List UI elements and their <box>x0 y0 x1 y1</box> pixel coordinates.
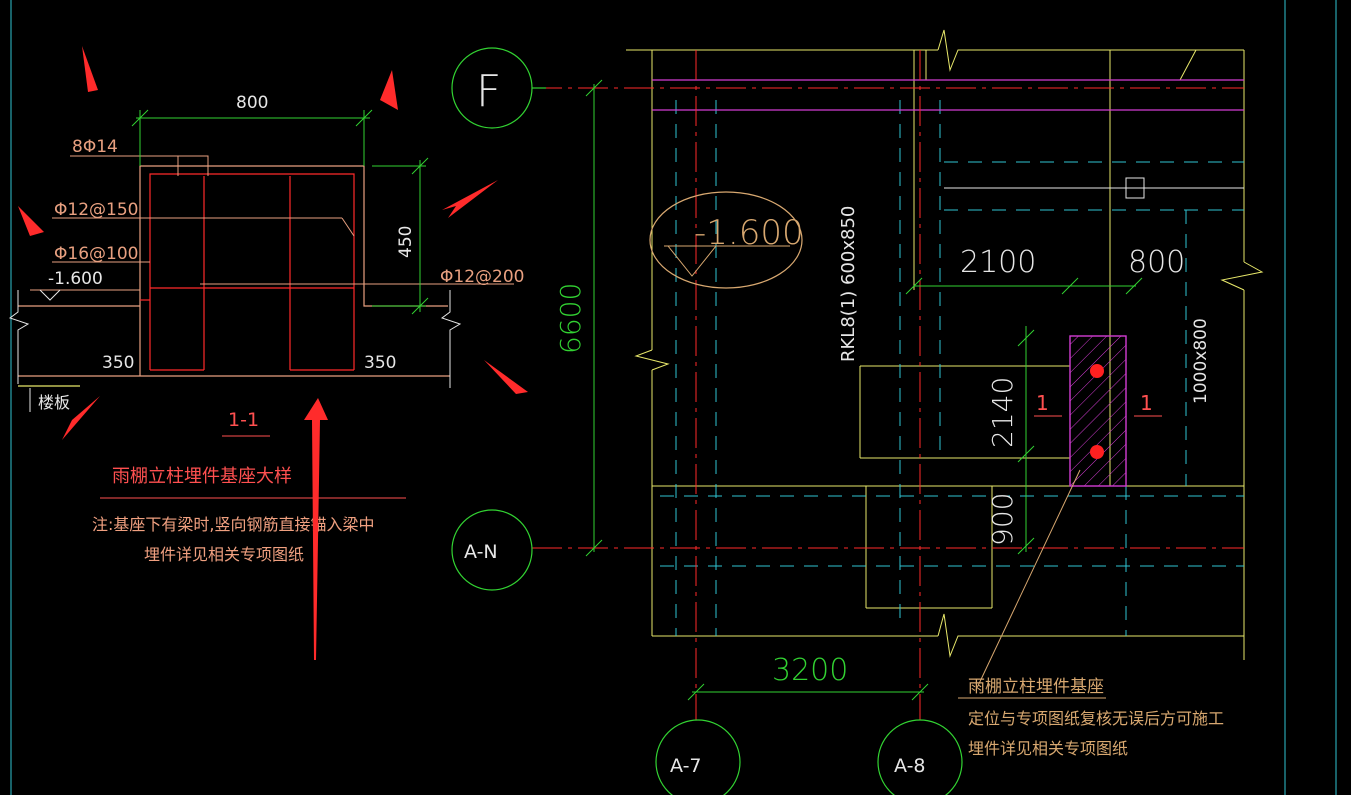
grid-label-A8: A-8 <box>894 755 926 777</box>
plan-elevation-label: -1.600 <box>694 213 804 253</box>
arrow-6 <box>62 396 100 440</box>
grid-bubbles <box>451 47 963 795</box>
dim-800-label: 800 <box>1128 245 1185 280</box>
callout-line1: 定位与专项图纸复核无误后方可施工 <box>968 709 1224 728</box>
base-size-label: 1000x800 <box>1191 318 1211 404</box>
annotation-arrows <box>18 46 528 660</box>
detail-title: 雨棚立柱埋件基座大样 <box>112 466 292 487</box>
callout-line2: 埋件详见相关专项图纸 <box>968 739 1128 758</box>
section-mark: 1-1 <box>228 409 259 431</box>
dim-6600-label: 6600 <box>554 283 587 354</box>
detail-note-line1: 注:基座下有梁时,竖向钢筋直接锚入梁中 <box>92 515 374 534</box>
embed-point-bottom <box>1090 445 1104 459</box>
plan-white-lines <box>944 177 1244 199</box>
rebar-top-label: 8Φ14 <box>72 137 118 157</box>
section-elevation-label: -1.600 <box>48 269 103 289</box>
dimension-lines <box>131 109 429 315</box>
elevation-highlight-ellipse <box>649 191 803 289</box>
rebar-right-label: Φ12@200 <box>440 267 524 287</box>
stirrup-label-1: Φ12@150 <box>54 200 138 220</box>
elevation-triangle <box>39 289 61 301</box>
plan-beams <box>652 79 1244 111</box>
arrow-4 <box>18 206 44 236</box>
dim-left-label: 350 <box>102 353 134 373</box>
dim-3200-label: 3200 <box>772 653 848 688</box>
arrow-5 <box>484 360 528 394</box>
floor-slab-label: 楼板 <box>38 393 70 412</box>
arrow-2 <box>380 70 398 110</box>
callout-leader <box>958 469 1106 699</box>
section-detail-1-1: 800 8Φ14 Φ12@150 Φ16@100 Φ12@200 450 -1.… <box>8 93 524 564</box>
embed-point-top <box>1090 364 1104 378</box>
dim-height-label: 450 <box>396 226 416 258</box>
leader-lines <box>30 155 514 291</box>
grid-label-AN: A-N <box>464 541 498 563</box>
drawing-frame <box>10 0 1337 795</box>
grid-label-F: F <box>476 66 501 117</box>
plan-walls <box>626 29 1264 660</box>
grid-label-A7: A-7 <box>670 755 702 777</box>
plan-hidden-lines <box>660 100 1244 636</box>
embedded-base-hatch <box>1069 335 1127 487</box>
arrow-7 <box>304 398 328 660</box>
dim-900-label: 900 <box>986 493 1019 546</box>
stirrup-label-2: Φ16@100 <box>54 244 138 264</box>
dim-right-label: 350 <box>364 353 396 373</box>
callout-title: 雨棚立柱埋件基座 <box>968 677 1104 697</box>
arrow-1 <box>82 46 98 92</box>
section-tag-right: 1 <box>1140 391 1153 415</box>
plan-elevation-symbol <box>664 245 790 277</box>
plan-view: F A-N A-7 A-8 6600 3200 2100 800 2140 90… <box>451 29 1264 795</box>
section-tag-left: 1 <box>1036 391 1049 415</box>
dim-2140-label: 2140 <box>986 377 1019 448</box>
detail-note-line2: 埋件详见相关专项图纸 <box>144 545 304 564</box>
break-lines <box>8 290 462 388</box>
dim-top-label: 800 <box>236 93 268 113</box>
rebar-lines <box>140 173 355 371</box>
beam-label: RKL8(1) 600x850 <box>838 206 859 362</box>
plan-dimensions <box>585 79 1143 701</box>
dim-2100-label: 2100 <box>960 245 1036 280</box>
arrow-3 <box>442 180 498 218</box>
plan-grid-lines <box>532 50 1244 720</box>
